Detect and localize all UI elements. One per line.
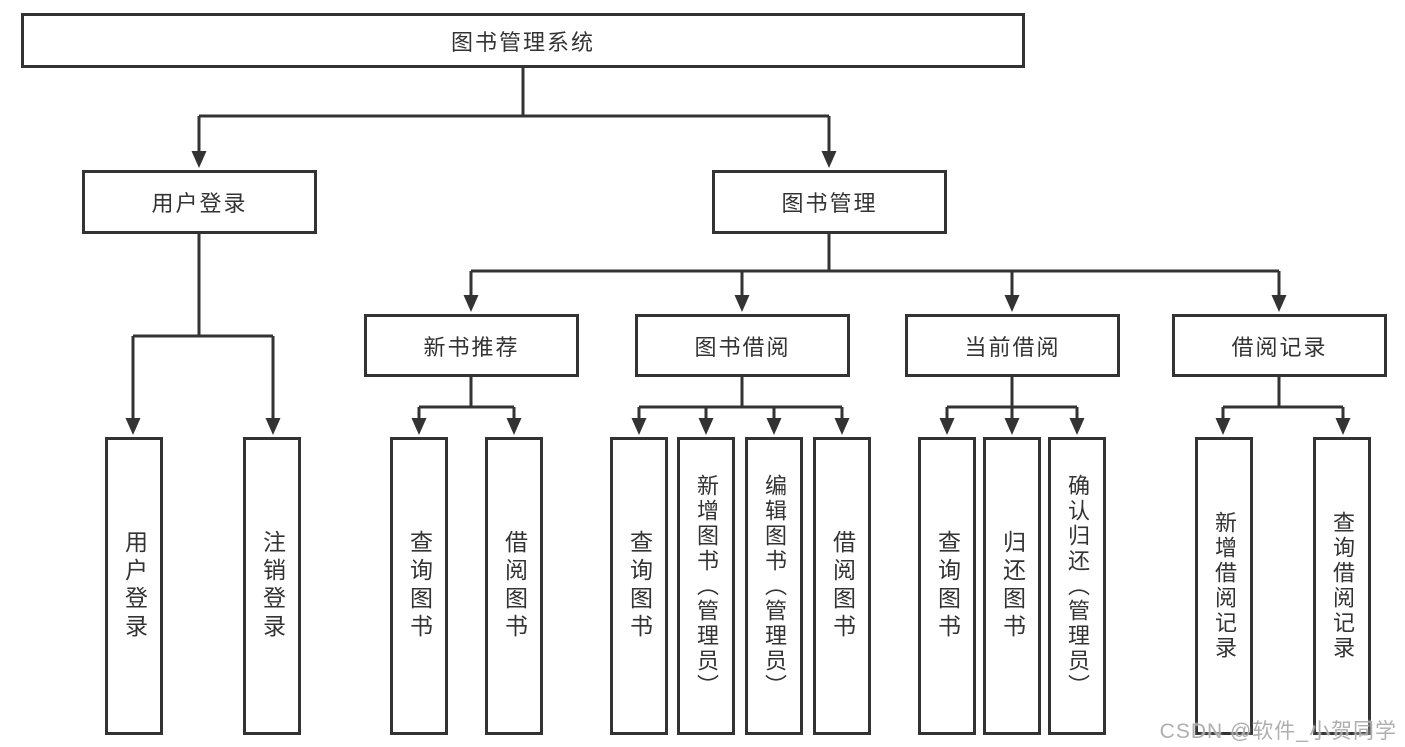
arrowheads (125, 151, 1351, 435)
node-book-borrowing: 图书借阅 (635, 314, 850, 377)
leaf-return-books: 归还图书 (983, 437, 1041, 735)
connector-book-borrow (637, 377, 844, 420)
leaf-query-books-current: 查询图书 (918, 437, 976, 735)
leaf-confirm-return-admin: 确认归还（管理员） (1048, 437, 1106, 735)
leaf-query-books-borrowing: 查询图书 (610, 437, 668, 735)
leaf-user-login: 用户登录 (105, 437, 163, 735)
node-new-book-recommend: 新书推荐 (364, 314, 579, 377)
connector-root (197, 68, 831, 152)
connector-book-mgmt (469, 234, 1281, 297)
node-root-library-system: 图书管理系统 (21, 13, 1025, 68)
leaf-edit-books-admin: 编辑图书（管理员） (745, 437, 803, 735)
csdn-watermark: CSDN @软件_小贺同学 (1159, 720, 1397, 743)
connector-user-login (131, 234, 275, 420)
leaf-add-borrow-record: 新增借阅记录 (1195, 437, 1253, 735)
node-book-management-branch: 图书管理 (712, 170, 947, 234)
connector-new-books (417, 377, 516, 420)
node-user-login-branch: 用户登录 (82, 170, 317, 234)
leaf-query-books-recommend: 查询图书 (390, 437, 448, 735)
leaf-add-books-admin: 新增图书（管理员） (677, 437, 735, 735)
leaf-query-borrow-record: 查询借阅记录 (1313, 437, 1371, 735)
leaf-borrow-books: 借阅图书 (813, 437, 871, 735)
connector-borrow-records (1221, 377, 1345, 420)
node-borrow-records: 借阅记录 (1172, 314, 1387, 377)
leaf-logout: 注销登录 (243, 437, 301, 735)
leaf-borrow-books-recommend: 借阅图书 (485, 437, 543, 735)
connector-current-borrow (945, 377, 1079, 420)
node-current-borrowing: 当前借阅 (905, 314, 1120, 377)
